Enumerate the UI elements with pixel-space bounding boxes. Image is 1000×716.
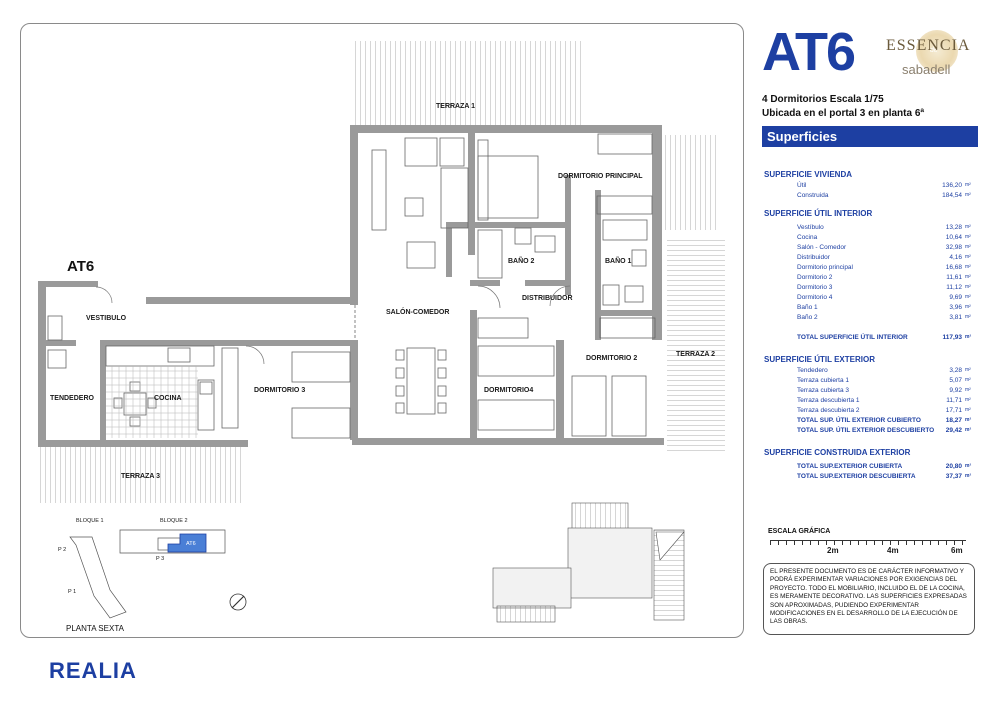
brand-mid: de <box>930 47 938 54</box>
realia-logo: REALIA <box>49 658 137 683</box>
planta-label: PLANTA SEXTA <box>66 624 124 633</box>
room-label-dormitorio-principal: DORMITORIO PRINCIPAL <box>558 173 643 180</box>
room-label-dormitorio-2: DORMITORIO 2 <box>586 355 638 362</box>
room-label-bano-1: BAÑO 1 <box>605 258 632 265</box>
keyplan-label-bloque-1: BLOQUE 1 <box>76 518 104 524</box>
graphic-scale-bar <box>770 540 966 545</box>
room-label-terraza-1: TERRAZA 1 <box>436 103 476 110</box>
keyplan-label-p2: P 2 <box>58 547 67 553</box>
brand-essencia: ESSENCIA <box>886 37 971 54</box>
header-line-2: Ubicada en el portal 3 en planta 6ª <box>762 108 925 119</box>
superficies-bar: Superficies <box>762 126 978 147</box>
room-label-distribuidor: DISTRIBUIDOR <box>522 295 573 302</box>
kitchen-tiles <box>106 366 198 438</box>
disclaimer-notice: EL PRESENTE DOCUMENTO ES DE CARÁCTER INF… <box>763 563 975 635</box>
room-label-terraza-3: TERRAZA 3 <box>121 473 161 480</box>
seal-icon <box>916 30 958 72</box>
section-title-construida-exterior: SUPERFICIE CONSTRUIDA EXTERIOR <box>764 448 911 457</box>
header-line-1: 4 Dormitorios Escala 1/75 <box>762 94 884 105</box>
room-label-vestibulo: VESTIBULO <box>86 315 127 322</box>
scale-title: ESCALA GRÁFICA <box>768 528 831 535</box>
room-label-bano-2: BAÑO 2 <box>508 258 535 265</box>
scale-tick-6m: 6m <box>951 546 963 555</box>
terraza-2-deck <box>667 238 725 453</box>
room-label-cocina: COCINA <box>154 395 182 402</box>
unit-code-title: AT6 <box>762 22 856 82</box>
section-title-util-exterior: SUPERFICIE ÚTIL EXTERIOR <box>764 355 875 364</box>
walls <box>38 125 664 447</box>
plan-unit-tag: AT6 <box>67 258 95 275</box>
section-title-util-interior: SUPERFICIE ÚTIL INTERIOR <box>764 209 873 218</box>
keyplan-label-p1: P 1 <box>68 589 77 595</box>
north-arrow-icon <box>229 593 247 611</box>
room-label-salon-comedor: SALÓN-COMEDOR <box>386 309 450 316</box>
keyplan-label-at6: AT6 <box>186 541 196 547</box>
plan-frame <box>20 23 744 638</box>
section-title-vivienda: SUPERFICIE VIVIENDA <box>764 170 853 179</box>
keyplan-label-p3: P 3 <box>156 556 165 562</box>
room-label-dormitorio-4: DORMITORIO4 <box>484 387 534 394</box>
doors <box>95 285 571 365</box>
terraza-1-deck-right <box>655 135 720 230</box>
site-plan-thumbnail <box>492 502 685 623</box>
scale-tick-2m: 2m <box>827 546 839 555</box>
room-label-terraza-2: TERRAZA 2 <box>676 351 716 358</box>
brand-sabadell: sabadell <box>902 62 951 77</box>
terraza-3-deck <box>40 447 242 503</box>
key-plan-at6-highlight <box>167 533 207 553</box>
terraza-1-deck <box>352 41 582 125</box>
room-label-tendedero: TENDEDERO <box>50 395 94 402</box>
scale-tick-4m: 4m <box>887 546 899 555</box>
room-label-dormitorio-3: DORMITORIO 3 <box>254 387 306 394</box>
keyplan-label-bloque-2: BLOQUE 2 <box>160 518 188 524</box>
floor-plan <box>38 41 725 623</box>
